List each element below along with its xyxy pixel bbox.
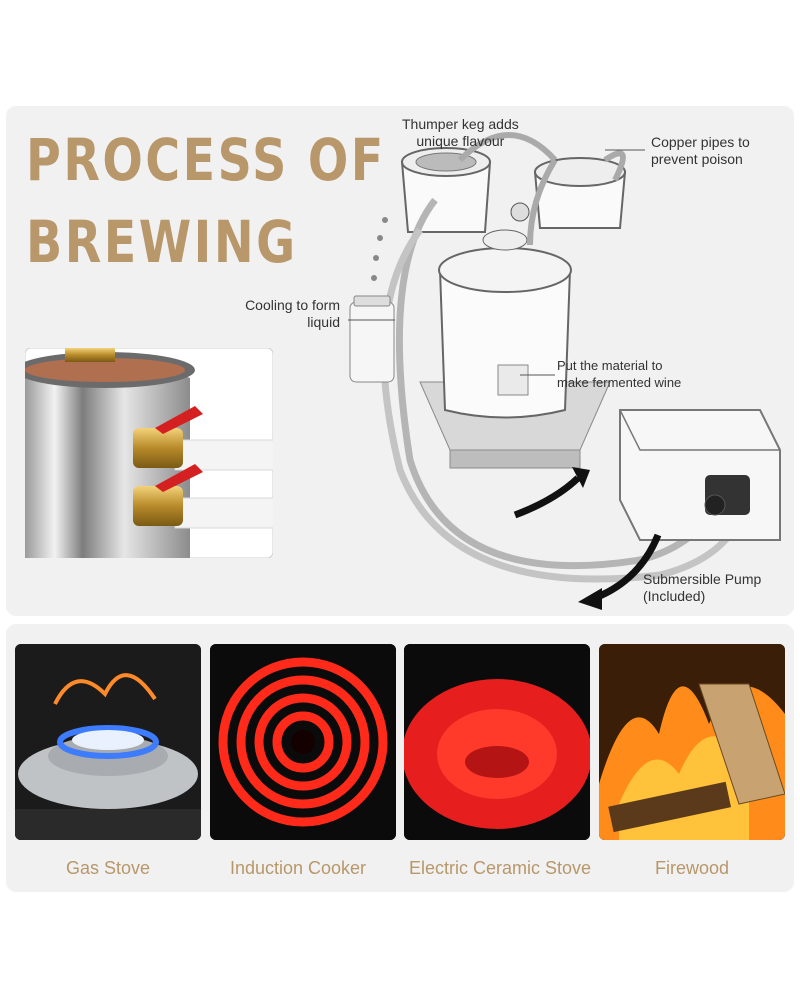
- water-tank: [619, 409, 781, 541]
- induction-cooker-image: [210, 644, 396, 840]
- caption-electric-ceramic-stove: Electric Ceramic Stove: [408, 858, 592, 878]
- main-pot: [438, 269, 572, 419]
- firewood-image: [599, 644, 785, 840]
- caption-induction-cooker: Induction Cooker: [229, 858, 367, 878]
- gas-stove-image: [15, 644, 201, 840]
- heading-line-2: BREWING: [26, 208, 298, 276]
- annotation-thumper: Thumper keg adds unique flavour: [402, 116, 519, 149]
- electric-ceramic-stove-image: [404, 644, 590, 840]
- collection-jar: [349, 301, 395, 383]
- distiller-diagram: [348, 132, 781, 610]
- valve-closeup-image: [25, 348, 273, 558]
- annotation-pump: Submersible Pump (Included): [643, 571, 762, 604]
- heading-line-1: PROCESS OF: [26, 126, 386, 194]
- flow-arrow-up: [513, 475, 581, 519]
- annotation-cooling: Cooling to form liquid: [245, 297, 340, 330]
- flow-arrow-down: [593, 533, 662, 602]
- caption-firewood: Firewood: [654, 858, 730, 878]
- annotation-copper: Copper pipes to prevent poison: [651, 134, 750, 167]
- caption-gas-stove: Gas Stove: [65, 858, 151, 878]
- annotation-material: Put the material to make fermented wine: [557, 358, 682, 390]
